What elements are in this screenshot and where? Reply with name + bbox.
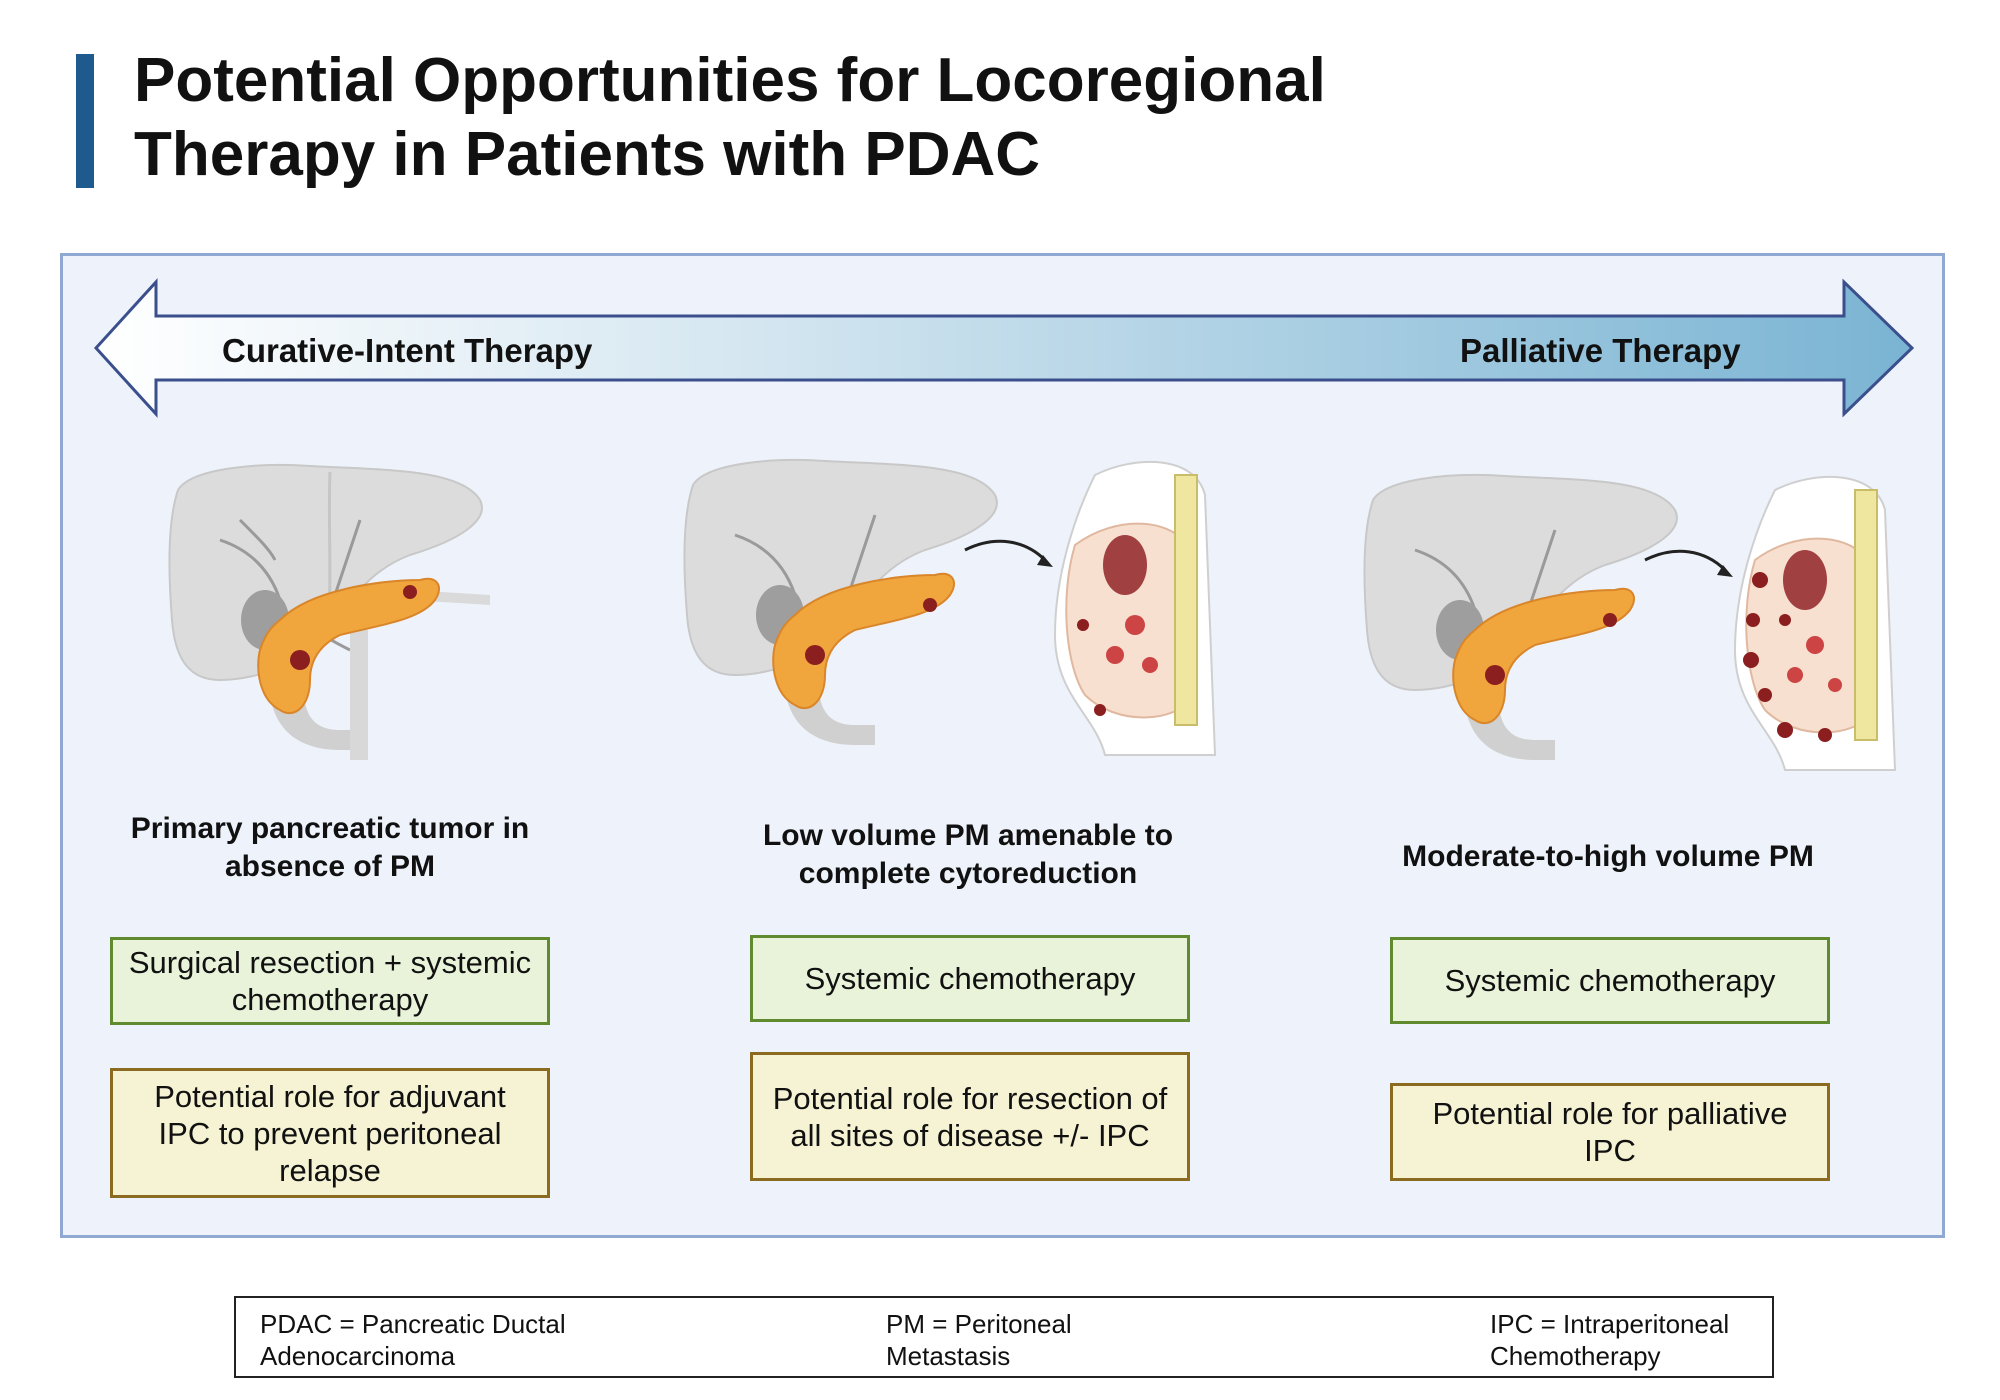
therapy-spectrum-arrow [93, 278, 1915, 418]
liver-pancreas-high-volume-pm-illustration [1363, 474, 1897, 771]
stage-3-potential-box: Potential role for palliative IPC [1390, 1083, 1830, 1181]
stage-2-treatment-box: Systemic chemotherapy [750, 935, 1190, 1022]
page-title: Potential Opportunities for Locoregional… [134, 44, 1634, 192]
abbreviation-legend: PDAC = Pancreatic Ductal Adenocarcinoma … [234, 1296, 1774, 1378]
stage-1-treatment-box: Surgical resection + systemic chemothera… [110, 937, 550, 1025]
title-line-1: Potential Opportunities for Locoregional [134, 46, 1326, 115]
title-accent-bar [76, 54, 94, 188]
stage-1-potential-box: Potential role for adjuvant IPC to preve… [110, 1068, 550, 1198]
curative-therapy-label: Curative-Intent Therapy [222, 332, 593, 369]
liver-pancreas-tumor-illustration [168, 464, 490, 760]
palliative-therapy-label: Palliative Therapy [1460, 332, 1741, 369]
title-line-2: Therapy in Patients with PDAC [134, 120, 1041, 189]
stage-3-treatment-box: Systemic chemotherapy [1390, 937, 1830, 1024]
stage-1-heading: Primary pancreatic tumor in absence of P… [130, 812, 530, 883]
stage-2-heading: Low volume PM amenable to complete cytor… [762, 819, 1174, 890]
legend-pdac: PDAC = Pancreatic Ductal Adenocarcinoma [260, 1309, 566, 1371]
stage-3-heading: Moderate-to-high volume PM [1402, 840, 1814, 873]
liver-pancreas-low-volume-pm-illustration [683, 459, 1217, 756]
legend-pm: PM = Peritoneal Metastasis [886, 1309, 1072, 1371]
legend-ipc: IPC = Intraperitoneal Chemotherapy [1490, 1309, 1730, 1371]
stage-2-potential-box: Potential role for resection of all site… [750, 1052, 1190, 1181]
